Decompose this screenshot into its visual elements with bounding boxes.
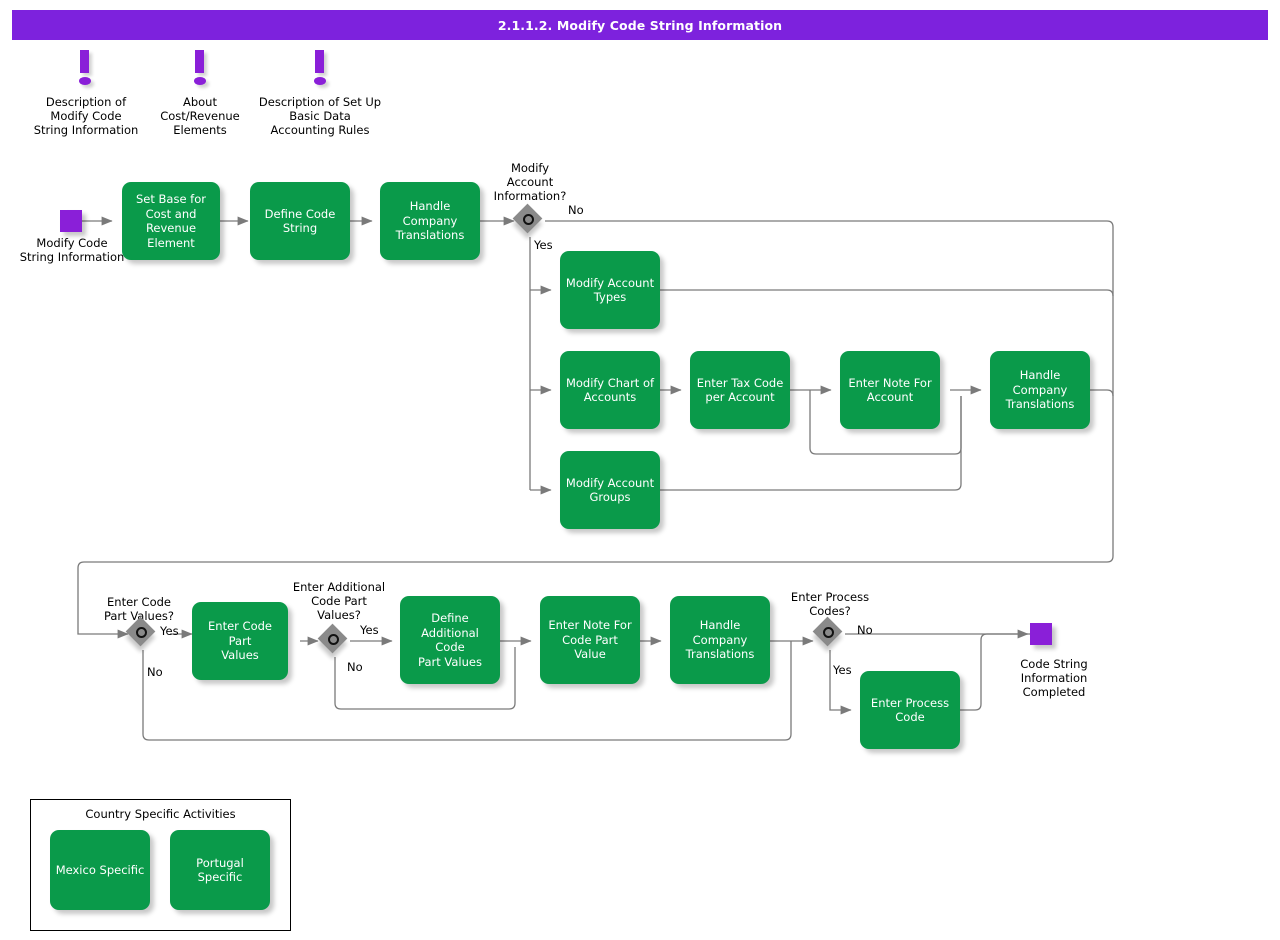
info-marker-2[interactable] <box>185 50 215 92</box>
task-define-code-string[interactable]: Define Code String <box>250 182 350 260</box>
task-label: Enter Note For Account <box>848 375 932 405</box>
gateway-additional-part-yes-label: Yes <box>360 623 379 637</box>
gateway-additional-part-no-label: No <box>347 660 363 674</box>
gateway-code-part-yes-label: Yes <box>160 624 179 638</box>
task-label: Handle Company Translations <box>395 199 465 243</box>
task-enter-code-part-values[interactable]: Enter Code Part Values <box>192 602 288 680</box>
end-event-label: Code String Information Completed <box>1020 657 1088 699</box>
gateway-modify-account-question: Modify Account Information? <box>493 161 567 203</box>
gateway-process-codes-no-label: No <box>857 623 873 637</box>
exclamation-dot-icon <box>194 77 206 85</box>
gateway-process-codes-yes-label: Yes <box>833 663 852 677</box>
gateway-enter-process-codes[interactable] <box>812 616 845 649</box>
task-label: Enter Code Part Values <box>208 619 272 663</box>
task-label: Enter Process Code <box>870 695 950 725</box>
task-label: Enter Note For Code Part Value <box>548 618 632 662</box>
task-label: Portugal Specific <box>196 855 244 885</box>
task-label: Modify Account Types <box>565 275 655 305</box>
gateway-modify-account-information[interactable] <box>512 203 545 236</box>
task-enter-tax-code-per-account[interactable]: Enter Tax Code per Account <box>690 351 790 429</box>
task-define-additional-code-part-values[interactable]: Define Additional Code Part Values <box>400 596 500 684</box>
start-event-label: Modify Code String Information <box>19 236 125 264</box>
task-enter-process-code[interactable]: Enter Process Code <box>860 671 960 749</box>
page-title-bar: 2.1.1.2. Modify Code String Information <box>12 10 1268 40</box>
gateway-circle-icon <box>822 626 834 638</box>
exclamation-icon <box>195 50 204 73</box>
task-label: Handle Company Translations <box>685 618 755 662</box>
page-title: 2.1.1.2. Modify Code String Information <box>497 17 783 33</box>
task-enter-note-for-account[interactable]: Enter Note For Account <box>840 351 940 429</box>
task-modify-account-types[interactable]: Modify Account Types <box>560 251 660 329</box>
task-label: Enter Tax Code per Account <box>696 375 784 405</box>
task-label: Define Code String <box>264 206 336 236</box>
task-handle-company-translations-1[interactable]: Handle Company Translations <box>380 182 480 260</box>
info-marker-3[interactable] <box>305 50 335 92</box>
info-marker-2-label: About Cost/Revenue Elements <box>160 95 240 137</box>
task-portugal-specific[interactable]: Portugal Specific <box>170 830 270 910</box>
country-specific-activities-title: Country Specific Activities <box>85 807 236 821</box>
info-marker-3-label: Description of Set Up Basic Data Account… <box>258 95 382 137</box>
task-modify-chart-of-accounts[interactable]: Modify Chart of Accounts <box>560 351 660 429</box>
task-label: Set Base for Cost and Revenue Element <box>135 192 206 250</box>
task-label: Modify Account Groups <box>565 475 655 505</box>
gateway-process-codes-question: Enter Process Codes? <box>790 590 870 618</box>
task-set-base[interactable]: Set Base for Cost and Revenue Element <box>122 182 220 260</box>
info-marker-1-label: Description of Modify Code String Inform… <box>33 95 139 137</box>
task-handle-company-translations-2[interactable]: Handle Company Translations <box>990 351 1090 429</box>
gateway-circle-icon <box>327 633 339 645</box>
exclamation-icon <box>80 50 89 73</box>
exclamation-icon <box>315 50 324 73</box>
gateway-circle-icon <box>135 626 147 638</box>
task-label: Mexico Specific <box>55 862 145 877</box>
info-marker-1[interactable] <box>70 50 100 92</box>
gateway-circle-icon <box>522 213 534 225</box>
start-event[interactable] <box>60 210 82 232</box>
task-enter-note-for-code-part-value[interactable]: Enter Note For Code Part Value <box>540 596 640 684</box>
gateway-enter-additional-code-part-values[interactable] <box>317 623 350 656</box>
gateway-modify-account-no-label: No <box>568 203 584 217</box>
task-label: Modify Chart of Accounts <box>565 375 655 405</box>
task-label: Define Additional Code Part Values <box>418 611 482 669</box>
task-label: Handle Company Translations <box>1005 368 1075 412</box>
gateway-modify-account-yes-label: Yes <box>534 238 553 252</box>
task-modify-account-groups[interactable]: Modify Account Groups <box>560 451 660 529</box>
task-handle-company-translations-3[interactable]: Handle Company Translations <box>670 596 770 684</box>
exclamation-dot-icon <box>314 77 326 85</box>
gateway-code-part-no-label: No <box>147 665 163 679</box>
gateway-enter-code-part-values[interactable] <box>125 616 158 649</box>
end-event[interactable] <box>1030 623 1052 645</box>
gateway-additional-part-question: Enter Additional Code Part Values? <box>292 580 386 622</box>
exclamation-dot-icon <box>79 77 91 85</box>
task-mexico-specific[interactable]: Mexico Specific <box>50 830 150 910</box>
